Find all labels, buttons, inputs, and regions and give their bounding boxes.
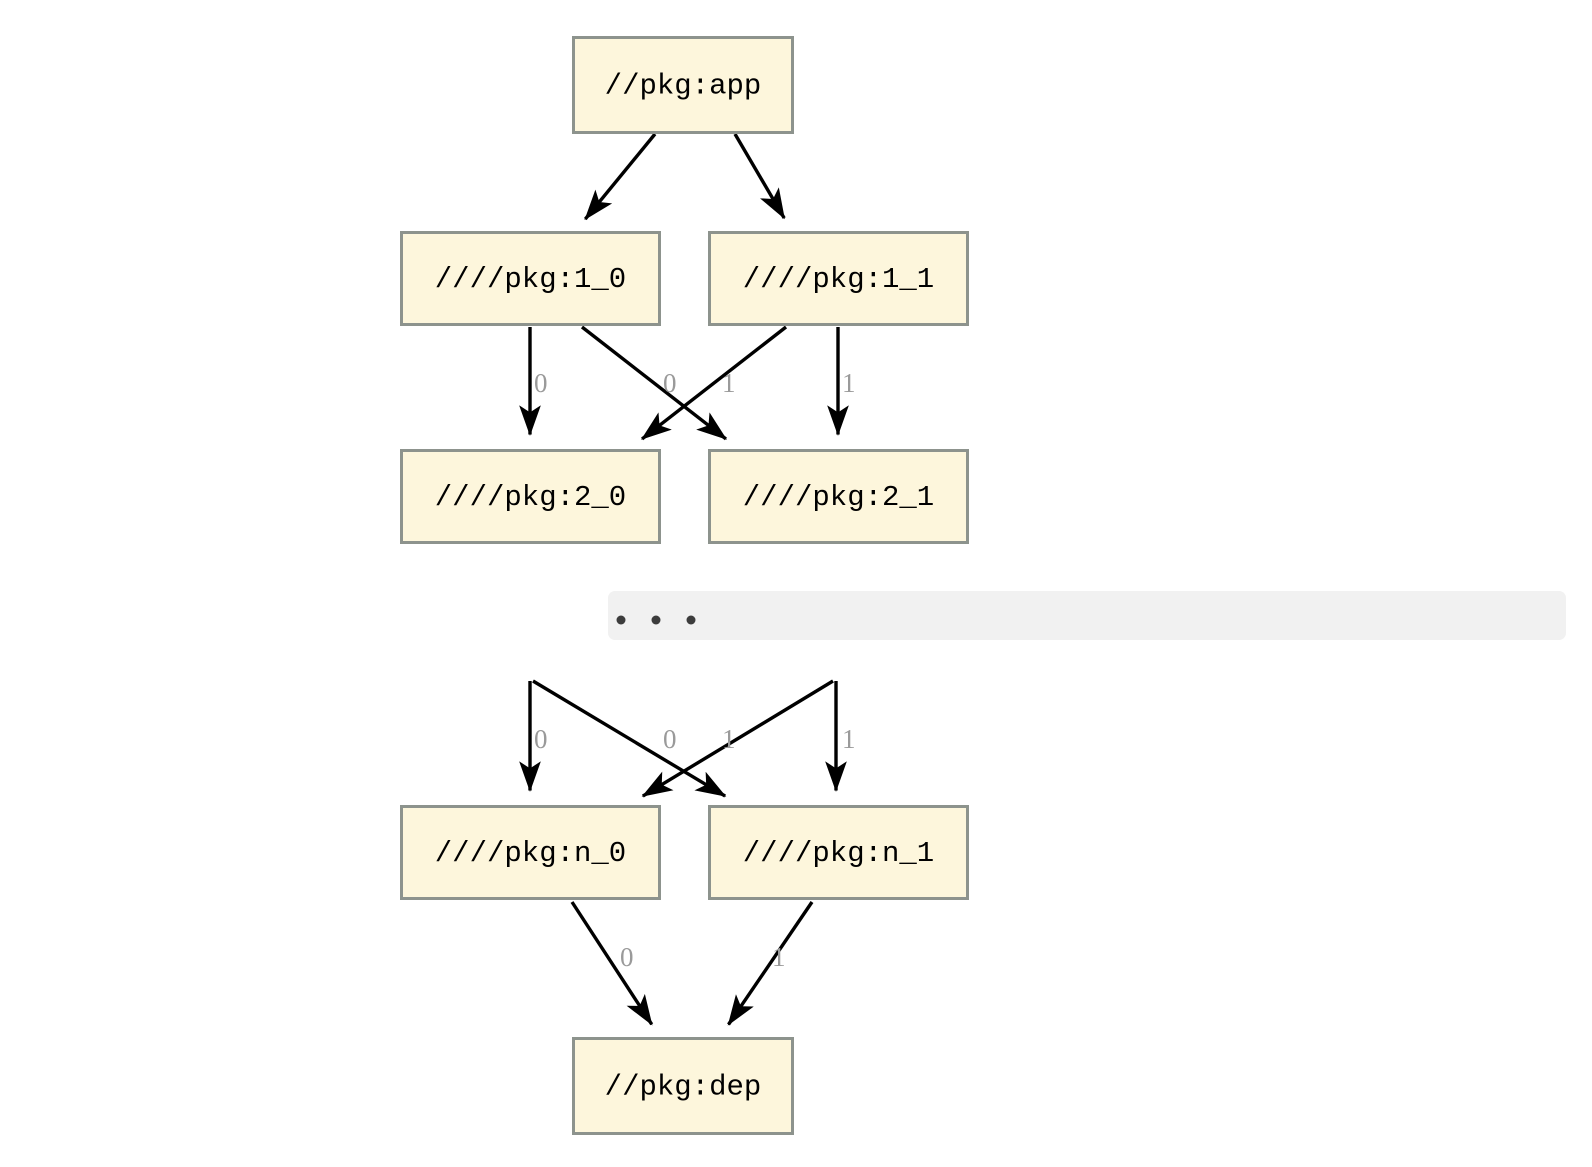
node-n1_0[interactable]: ////pkg:1_0 xyxy=(400,231,661,326)
edge-label-layer: 0 0 1 1 0 0 1 1 0 1 xyxy=(534,368,856,972)
e-n_1-dep xyxy=(727,901,814,1026)
node-n1_1-label: ////pkg:1_1 xyxy=(743,263,934,296)
node-n2_0-box[interactable] xyxy=(400,449,661,544)
node-app-label: //pkg:app xyxy=(605,70,762,103)
node-nn_1[interactable]: ////pkg:n_1 xyxy=(708,805,969,900)
node-n1_1[interactable]: ////pkg:1_1 xyxy=(708,231,969,326)
node-app[interactable]: //pkg:app xyxy=(572,36,794,134)
ellipsis-separator xyxy=(608,591,1566,640)
node-n1_0-box[interactable] xyxy=(400,231,661,326)
node-n1_0-label: ////pkg:1_0 xyxy=(435,263,626,296)
e-x-n_1-label: 0 xyxy=(663,724,677,754)
e-y-n_0 xyxy=(641,679,834,798)
e-n_0-dep xyxy=(570,901,654,1026)
e-x-n_1 xyxy=(532,679,727,798)
node-n1_1-box[interactable] xyxy=(708,231,969,326)
node-nn_0[interactable]: ////pkg:n_0 xyxy=(400,805,661,900)
node-nn_0-box[interactable] xyxy=(400,805,661,900)
node-n2_0[interactable]: ////pkg:2_0 xyxy=(400,449,661,544)
node-dep[interactable]: //pkg:dep xyxy=(572,1037,794,1135)
node-nn_1-box[interactable] xyxy=(708,805,969,900)
node-n2_0-label: ////pkg:2_0 xyxy=(435,481,626,514)
ellipsis-dot-1 xyxy=(651,615,661,625)
e-n_0-dep-label: 0 xyxy=(620,942,634,972)
node-app-box[interactable] xyxy=(572,36,794,134)
e-1_1-2_0-label: 1 xyxy=(722,368,736,398)
node-n2_1-label: ////pkg:2_1 xyxy=(743,481,934,514)
node-layer: //pkg:app ////pkg:1_0 ////pkg:1_1 ////pkg:2… xyxy=(400,36,969,1135)
ellipsis-dot-2 xyxy=(686,615,696,625)
e-y-n_1-label: 1 xyxy=(842,724,856,754)
e-1_0-2_1-label: 0 xyxy=(663,368,677,398)
e-y-n_0-label: 1 xyxy=(722,724,736,754)
e-x-n_0-label: 0 xyxy=(534,724,548,754)
e-app-1_0 xyxy=(583,132,657,221)
e-1_0-2_0-label: 0 xyxy=(534,368,548,398)
node-dep-box[interactable] xyxy=(572,1037,794,1135)
e-1_1-2_0 xyxy=(641,325,788,441)
e-app-1_1 xyxy=(733,133,786,220)
node-nn_0-label: ////pkg:n_0 xyxy=(435,837,626,870)
e-1_0-2_1 xyxy=(580,325,727,441)
node-n2_1[interactable]: ////pkg:2_1 xyxy=(708,449,969,544)
node-dep-label: //pkg:dep xyxy=(605,1071,762,1104)
edge-layer xyxy=(519,132,849,1026)
ellipsis-dot-0 xyxy=(616,615,626,625)
node-n2_1-box[interactable] xyxy=(708,449,969,544)
e-1_1-2_1-label: 1 xyxy=(842,368,856,398)
ellipsis-band xyxy=(608,591,1566,640)
node-nn_1-label: ////pkg:n_1 xyxy=(743,837,934,870)
e-n_1-dep-label: 1 xyxy=(772,942,786,972)
